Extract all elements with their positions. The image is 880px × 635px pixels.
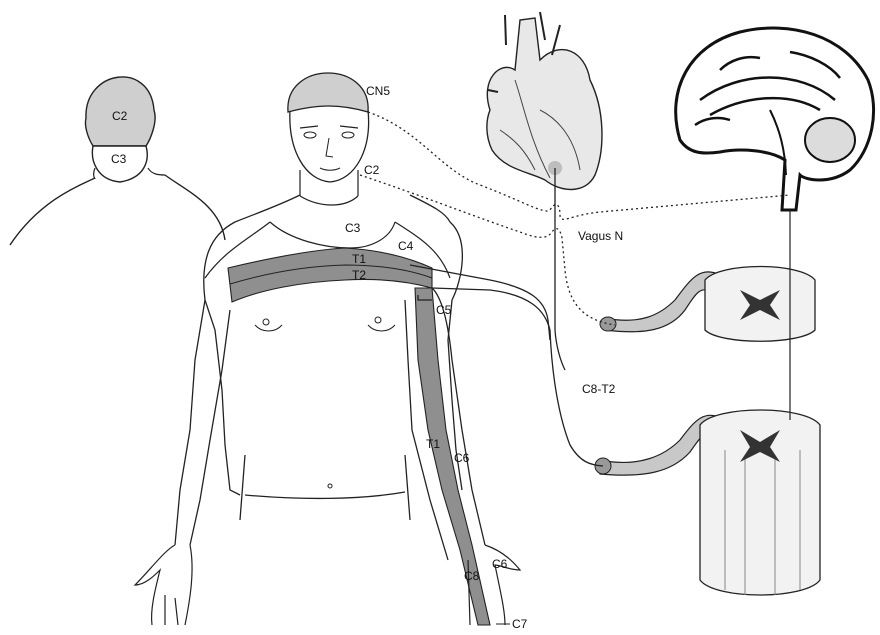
vagus-nerve-path (555, 168, 565, 370)
navel (328, 484, 332, 488)
upper-spinal-nerve (605, 272, 720, 332)
t1-arm-label: T1 (426, 437, 440, 451)
vagus-nerve-label: Vagus N (578, 229, 623, 243)
head-outline (290, 110, 369, 182)
c5-label: C5 (436, 303, 452, 317)
heart-illustration (487, 12, 602, 190)
back-neck-c3-label: C3 (111, 152, 127, 166)
cn5-label: CN5 (366, 84, 390, 98)
front-body-figure (135, 73, 520, 625)
chest-t1-t2-region (228, 248, 432, 302)
upper-spinal-segment (600, 267, 815, 342)
heart-body (487, 18, 602, 190)
neck-c3-region-border (270, 222, 395, 248)
lower-spinal-block (700, 410, 820, 595)
t1-chest-label: T1 (352, 252, 366, 266)
c7-label: C7 (512, 617, 528, 630)
back-shoulder-outline (10, 175, 225, 245)
head-cn5-cap (288, 73, 368, 112)
left-nipple (263, 319, 269, 325)
brain-illustration (676, 28, 874, 210)
left-hand (135, 545, 192, 625)
c3-label: C3 (345, 221, 361, 235)
cerebellum (805, 118, 855, 162)
left-arm-outline (175, 300, 230, 545)
upper-nerve-end (600, 317, 616, 331)
c4-label: C4 (398, 239, 414, 253)
pectoral-lines (255, 325, 395, 331)
t2-chest-label: T2 (352, 268, 366, 282)
c6-hand-label: C6 (492, 557, 508, 571)
lower-spinal-segment (595, 410, 820, 595)
c8-t2-label: C8-T2 (582, 382, 616, 396)
c8-label: C8 (464, 569, 480, 583)
c2-label: C2 (364, 163, 380, 177)
c6-arm-label: C6 (454, 451, 470, 465)
right-nipple (375, 317, 381, 323)
back-head-c2-label: C2 (112, 109, 128, 123)
